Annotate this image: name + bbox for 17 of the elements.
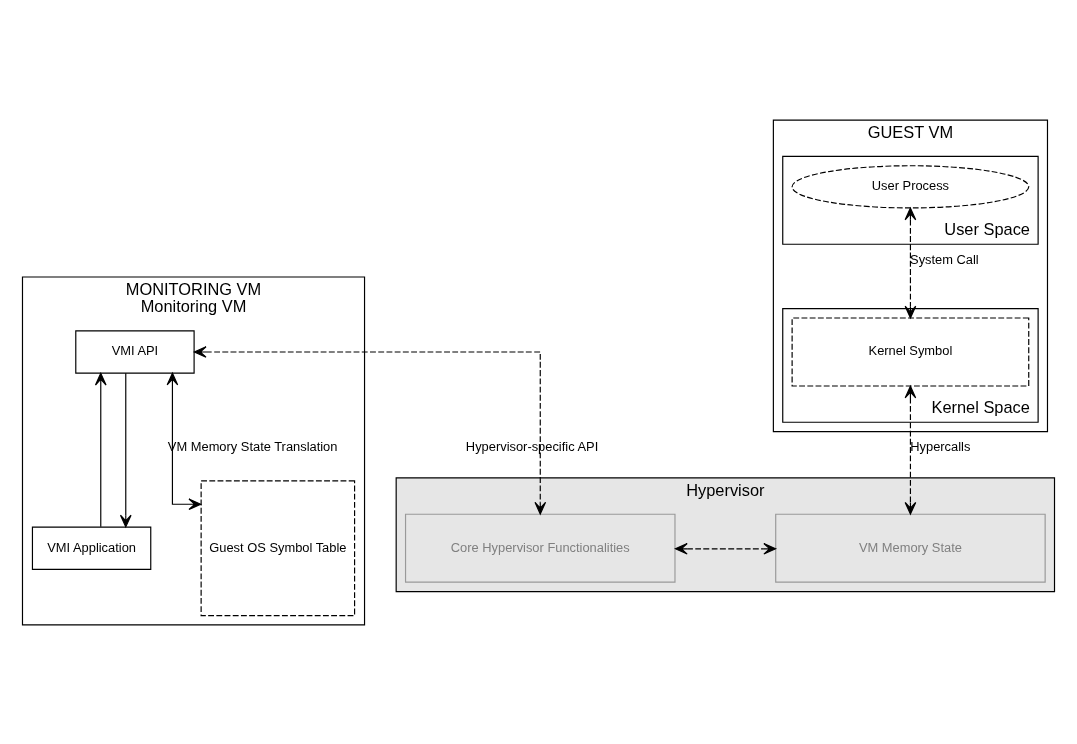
edge-label: Hypercalls: [910, 438, 971, 454]
node-box: VMI API: [75, 329, 195, 374]
arrow: [193, 345, 547, 515]
arrow: [119, 372, 132, 527]
arrow: [674, 542, 777, 555]
arrow: [904, 207, 917, 318]
node-ellipse: User Process: [791, 164, 1030, 208]
edge-label: System Call: [910, 251, 979, 267]
arrow: [94, 372, 107, 527]
node-box: Kernel Symbol: [791, 316, 1030, 387]
node-box: Guest OS Symbol Table: [200, 479, 356, 616]
node-box: VM Memory State: [775, 513, 1046, 583]
arrow: [166, 372, 202, 510]
arrow: [904, 385, 917, 515]
node-box: Core Hypervisor Functionalities: [404, 513, 676, 583]
edge-label: Hypervisor-specific API: [465, 438, 599, 454]
node-box: VMI Application: [31, 526, 152, 570]
